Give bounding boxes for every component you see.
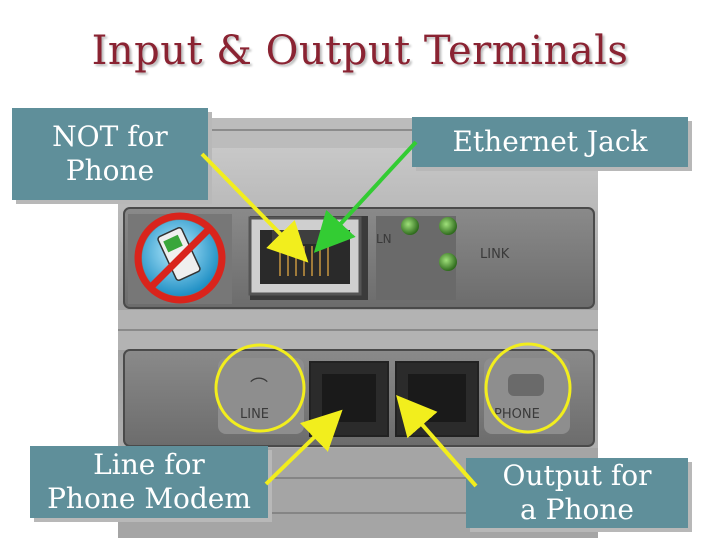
svg-text:PHONE: PHONE: [494, 407, 540, 422]
svg-text:LINE: LINE: [240, 407, 269, 422]
svg-text:LINK: LINK: [480, 247, 510, 262]
callout-output-phone-text: Output for a Phone: [503, 459, 652, 527]
callout-line-for-phone-modem: Line for Phone Modem: [30, 446, 268, 518]
svg-text:LN: LN: [376, 232, 392, 246]
callout-ethernet-jack: Ethernet Jack: [412, 117, 688, 167]
callout-ethernet-jack-text: Ethernet Jack: [452, 125, 647, 159]
callout-not-for-phone-text: NOT for Phone: [52, 120, 168, 188]
svg-text:⌒: ⌒: [250, 377, 268, 398]
callout-output-for-a-phone: Output for a Phone: [466, 458, 688, 528]
slide-title: Input & Output Terminals: [0, 28, 720, 74]
callout-not-for-phone: NOT for Phone: [12, 108, 208, 200]
callout-line-modem-text: Line for Phone Modem: [47, 448, 251, 516]
